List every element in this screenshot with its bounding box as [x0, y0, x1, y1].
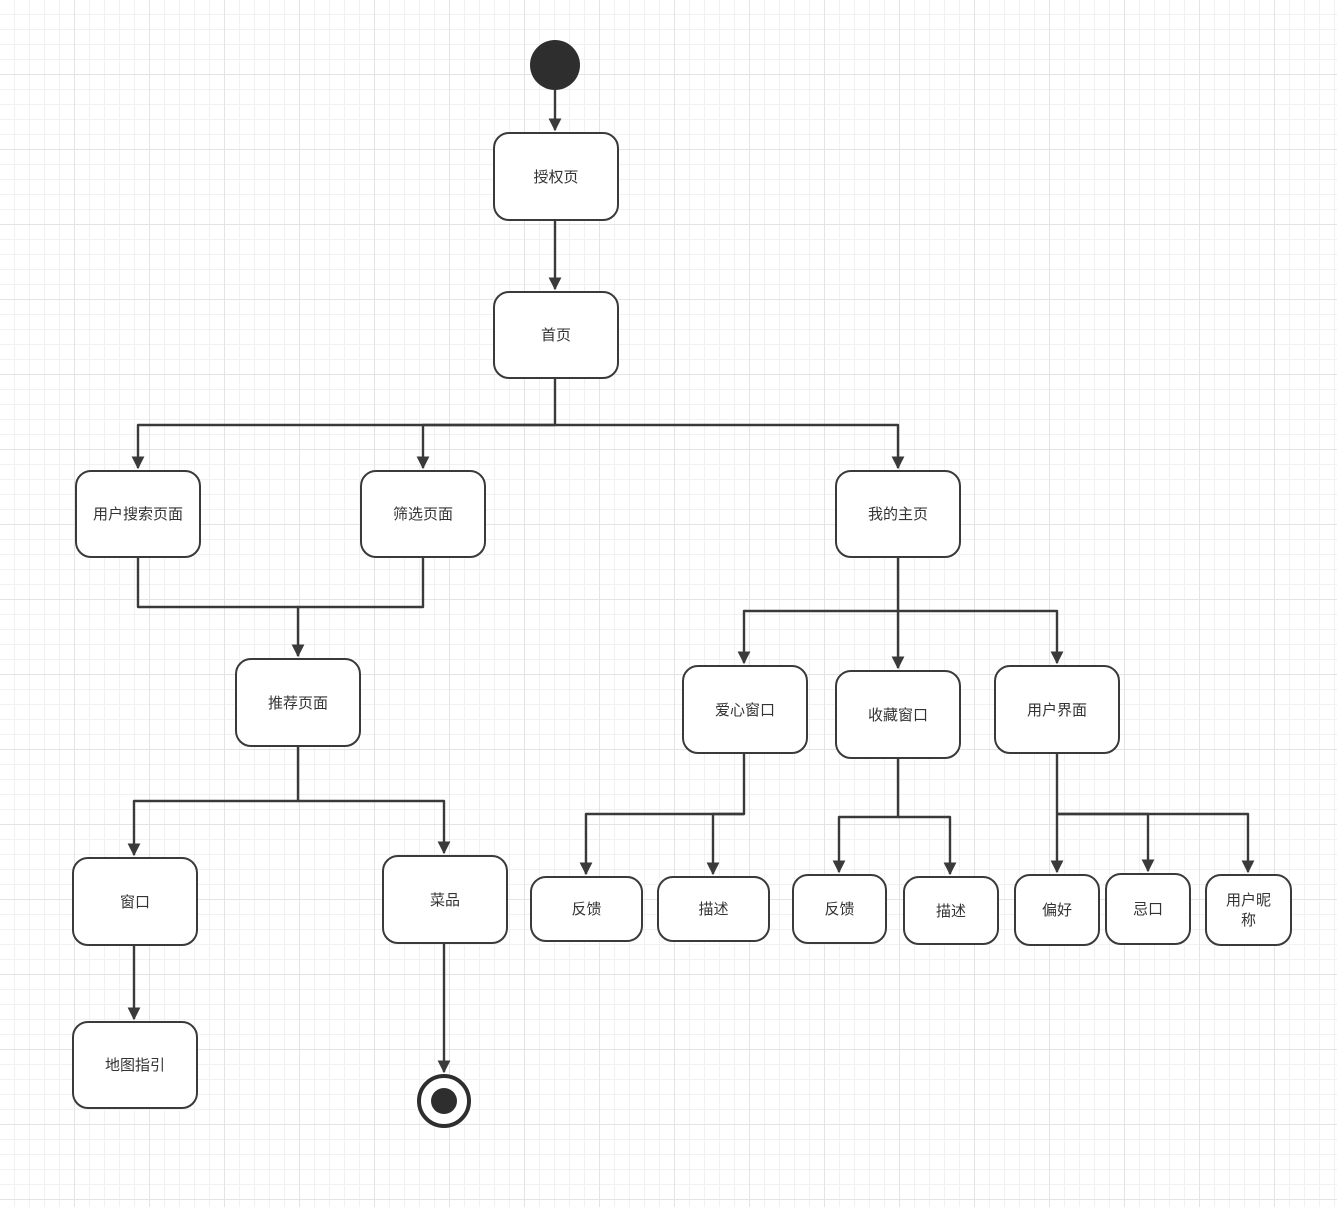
node-user-search[interactable]: 用户搜索页面: [75, 470, 201, 558]
end-node: [417, 1074, 471, 1128]
edge-recommend-dish: [298, 799, 451, 855]
edge-home-filter: [416, 423, 555, 470]
node-map-guide[interactable]: 地图指引: [72, 1021, 198, 1109]
end-node-dot: [431, 1088, 457, 1114]
node-love-window[interactable]: 爱心窗口: [682, 665, 808, 754]
node-auth[interactable]: 授权页: [493, 132, 619, 221]
node-dish[interactable]: 菜品: [382, 855, 508, 944]
start-node: [530, 40, 580, 90]
edge-user-ui-taboo: [1057, 812, 1155, 873]
node-my-home[interactable]: 我的主页: [835, 470, 961, 558]
node-describe-1[interactable]: 描述: [657, 876, 770, 942]
node-window[interactable]: 窗口: [72, 857, 198, 946]
node-home[interactable]: 首页: [493, 291, 619, 379]
node-user-ui[interactable]: 用户界面: [994, 665, 1120, 754]
node-feedback-1[interactable]: 反馈: [530, 876, 643, 942]
node-preference[interactable]: 偏好: [1014, 874, 1100, 946]
node-filter[interactable]: 筛选页面: [360, 470, 486, 558]
node-nickname[interactable]: 用户昵 称: [1205, 874, 1292, 946]
edge-love-describe: [706, 812, 744, 876]
edge-favorite-feedback: [832, 759, 900, 874]
edge-favorite-describe: [898, 815, 957, 876]
edge-home-user-search: [131, 379, 557, 470]
node-describe-2[interactable]: 描述: [903, 876, 999, 945]
node-favorite-window[interactable]: 收藏窗口: [835, 670, 961, 759]
node-recommend[interactable]: 推荐页面: [235, 658, 361, 747]
node-feedback-2[interactable]: 反馈: [792, 874, 887, 944]
edge-home-my-home: [555, 423, 905, 470]
edge-user-ui-nickname: [1057, 812, 1255, 874]
edge-filter-recommend: [291, 558, 425, 658]
edge-love-feedback: [579, 754, 746, 876]
edge-my-home-love: [737, 558, 900, 665]
node-taboo[interactable]: 忌口: [1105, 873, 1191, 945]
edge-my-home-user-ui: [898, 609, 1064, 665]
edge-recommend-window: [127, 747, 300, 857]
edge-user-search-recommend: [136, 558, 298, 609]
